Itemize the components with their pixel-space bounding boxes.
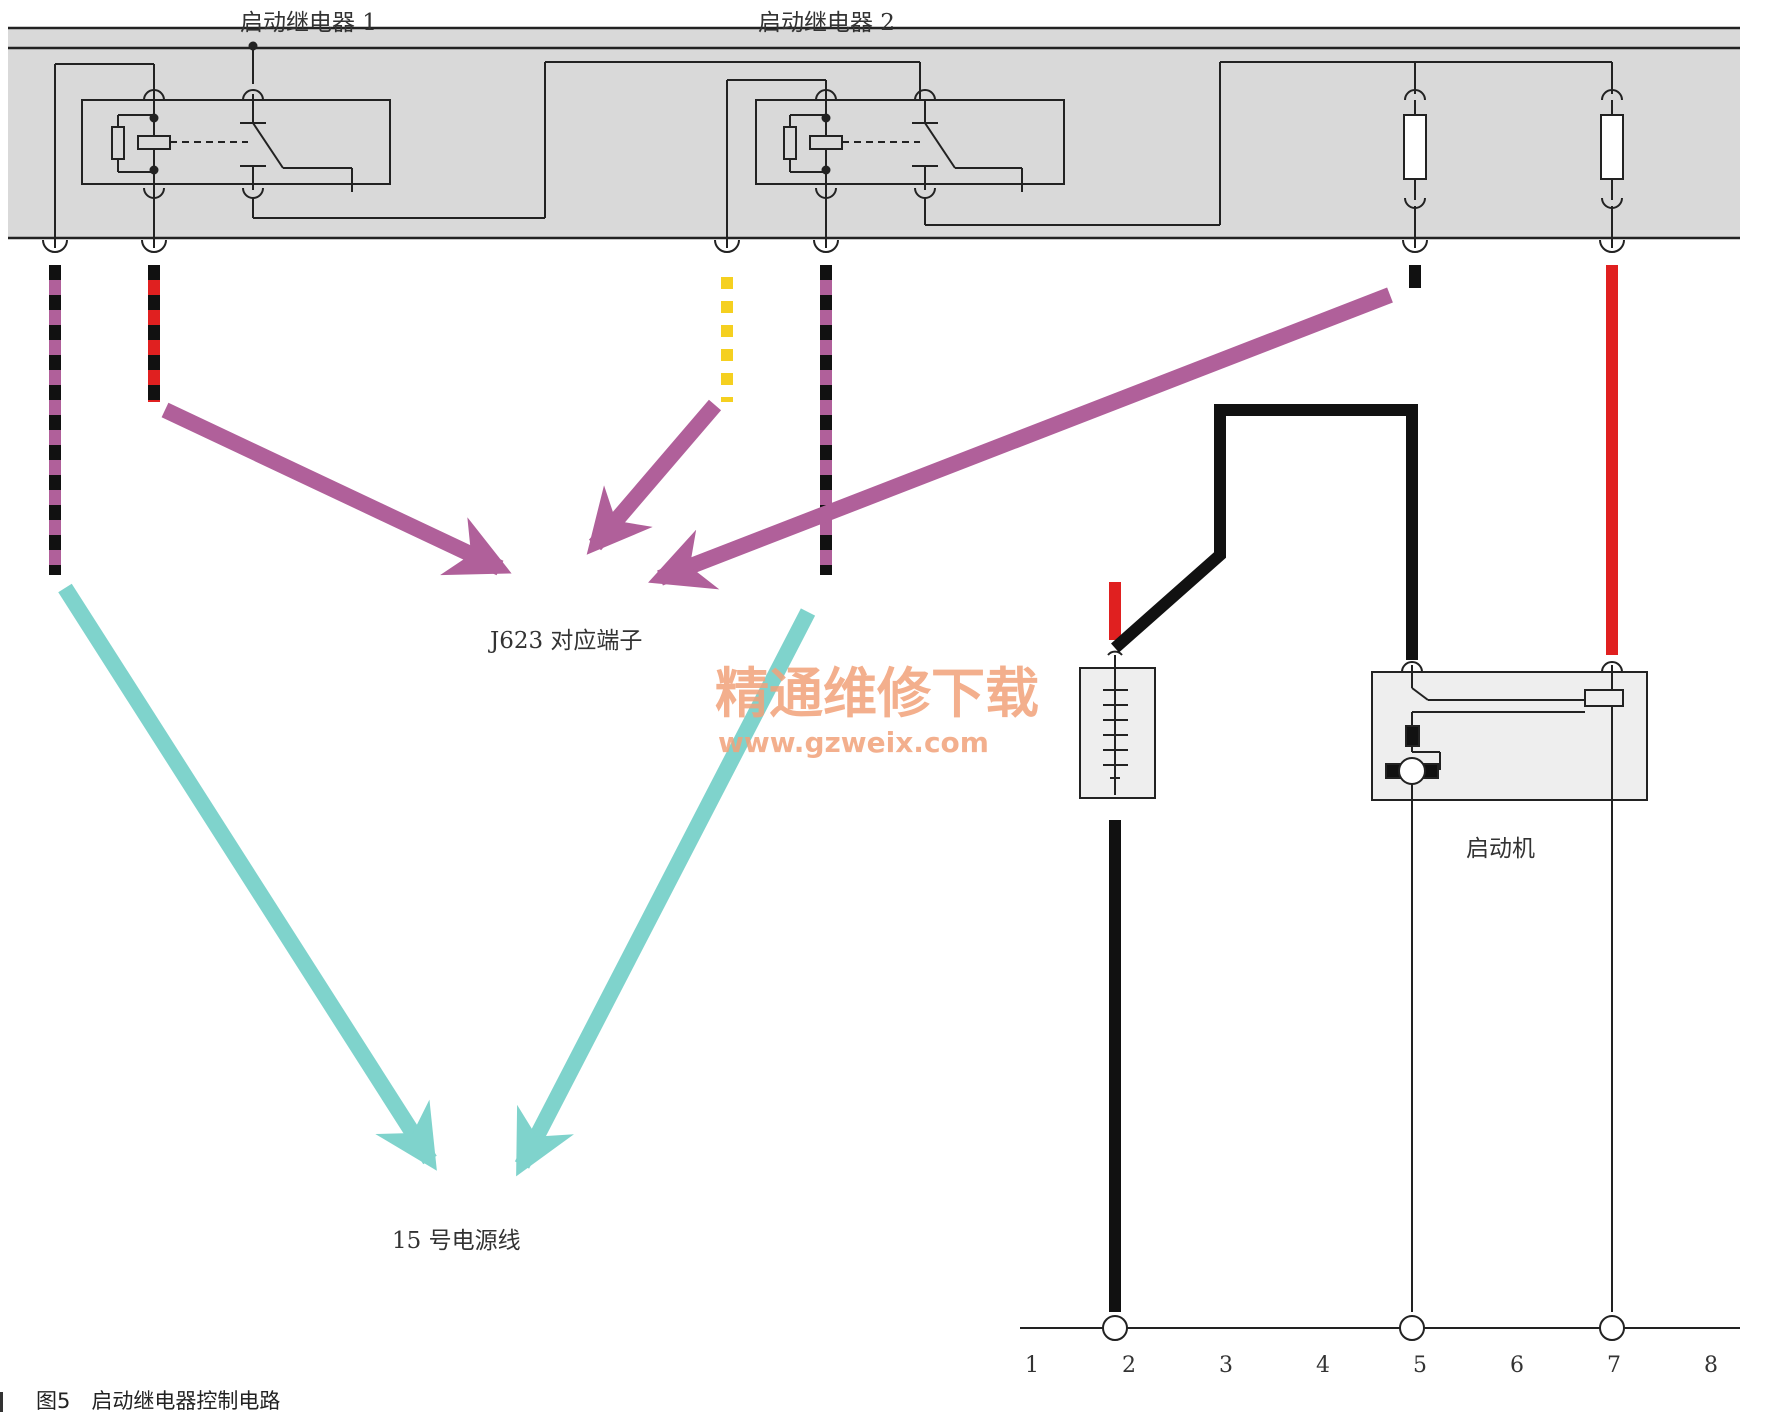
wire-stubs <box>49 265 1618 655</box>
j623-label: J623 对应端子 <box>488 628 642 654</box>
relay-panel <box>8 26 1740 240</box>
relay-1-label: 启动继电器 1 <box>240 10 377 36</box>
ground-bus-tick-2: 2 <box>1122 1353 1136 1378</box>
power-15-label: 15 号电源线 <box>392 1228 521 1254</box>
ground-bus-tick-4: 4 <box>1316 1353 1330 1378</box>
ground-bus-tick-3: 3 <box>1219 1353 1233 1378</box>
starter-motor <box>1371 661 1648 1312</box>
ground-bus <box>1020 1315 1740 1341</box>
ground-bus-tick-8: 8 <box>1704 1353 1718 1378</box>
ground-bus-tick-7: 7 <box>1607 1353 1621 1378</box>
battery <box>1079 404 1418 1312</box>
ground-bus-tick-6: 6 <box>1510 1353 1524 1378</box>
fuses <box>1402 62 1625 253</box>
relay-2-label: 启动继电器 2 <box>758 10 895 36</box>
watermark-title: 精通维修下载 <box>715 662 1039 725</box>
watermark-url: www.gzweix.com <box>718 726 989 759</box>
relay-2 <box>714 61 1612 253</box>
caption-marker <box>0 1392 3 1412</box>
ground-bus-ticks: 1 2 3 4 5 6 7 8 <box>1025 1353 1718 1378</box>
relay-1 <box>42 41 921 253</box>
arrows-to-power-15 <box>58 583 816 1177</box>
ground-bus-tick-5: 5 <box>1413 1353 1427 1378</box>
ground-bus-tick-1: 1 <box>1025 1353 1039 1378</box>
figure-caption: 图5 启动继电器控制电路 <box>36 1389 280 1413</box>
starter-label: 启动机 <box>1466 836 1535 862</box>
arrows-to-j623 <box>161 287 1393 590</box>
